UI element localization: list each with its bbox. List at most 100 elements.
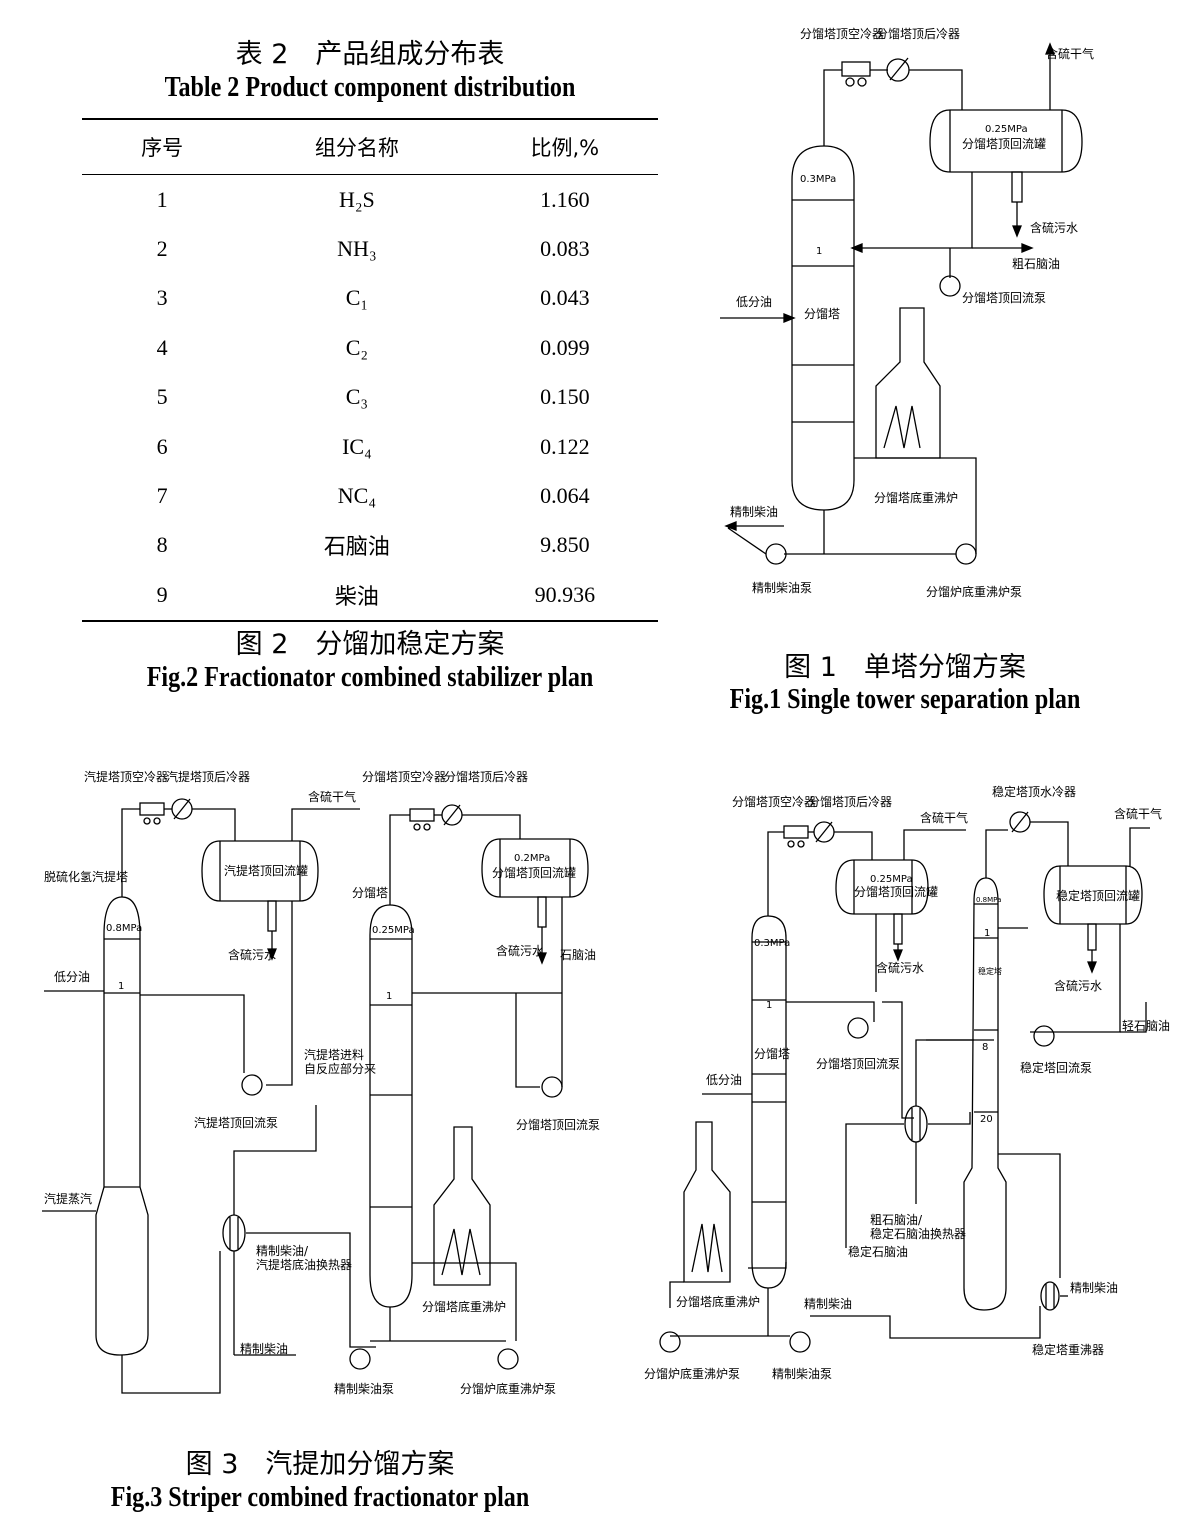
- fig1-reflux-pump-label: 分馏塔顶回流泵: [962, 291, 1046, 305]
- fig2-caption-en: Fig.2 Fractionator combined stabilizer p…: [146, 662, 594, 693]
- fig1-sour-gas-label: 含硫干气: [1046, 46, 1094, 61]
- fig1-sour-water-label: 含硫污水: [1030, 220, 1078, 235]
- cell-component: C₃: [345, 384, 369, 410]
- fig1-feed-label: 低分油: [736, 295, 772, 309]
- fig2-after-cooler-label: 分馏塔顶后冷器: [808, 795, 892, 809]
- fig3-s-after-cooler-label: 汽提塔顶后冷器: [166, 769, 250, 784]
- fig1-air-cooler-label: 分馏塔顶空冷器: [800, 27, 884, 41]
- cell-no: 9: [82, 570, 243, 622]
- fig3-f-after-cooler-label: 分馏塔顶后冷器: [444, 770, 528, 784]
- cell-ratio: 9.850: [540, 532, 590, 558]
- cell-no: 1: [156, 186, 168, 212]
- fig3-exchanger: [222, 1214, 246, 1252]
- cell-no: 3: [156, 285, 168, 311]
- fig1-diesel-pump-label: 精制柴油泵: [752, 581, 812, 595]
- cell-component: IC₄: [342, 433, 372, 459]
- cell-no: 5: [156, 384, 168, 410]
- fig1-furnace: [875, 307, 941, 459]
- table-header-row: 序号 组分名称 比例,%: [82, 119, 658, 175]
- fig2-diesel-label: 精制柴油: [804, 1297, 852, 1311]
- fig3-fractionator-label: 分馏塔: [352, 886, 388, 900]
- fig3-caption-cn: 图 3 汽提加分馏方案: [185, 1449, 455, 1480]
- fig1-furnace-label: 分馏塔底重沸炉: [874, 490, 958, 505]
- fig1-tower-pressure: 0.3MPa: [800, 174, 836, 185]
- fig3-s-reflux-pump: [241, 1074, 263, 1096]
- fig3-exchanger-label: 精制柴油/汽提塔底油换热器: [256, 1244, 352, 1272]
- fig2-reboiler: [1040, 1281, 1060, 1311]
- fig2-stab-tower: [963, 877, 1007, 1311]
- fig3-s-reflux-pump-label: 汽提塔顶回流泵: [194, 1115, 278, 1130]
- fig3-fractionator-tower: [369, 904, 413, 1308]
- cell-component: C₂: [345, 334, 369, 360]
- fig2-stab-t1: 1: [984, 928, 990, 939]
- fig3-sour-water-label: 含硫污水: [228, 947, 276, 962]
- fig2-furnace-pump-label: 分馏炉底重沸炉泵: [644, 1366, 740, 1381]
- fig3-diagram: 汽提塔顶空冷器 汽提塔顶后冷器 含硫干气 脱硫化氢汽提塔 0.8MPa 1 低分…: [42, 769, 600, 1396]
- fig2-caption-cn: 图 2 分馏加稳定方案: [235, 629, 505, 660]
- fig2-furnace-label: 分馏塔底重沸炉: [676, 1294, 760, 1309]
- fig1-diesel-label: 精制柴油: [730, 505, 778, 519]
- fig2-stab-t8: 8: [982, 1042, 988, 1053]
- fig2-tower-label: 分馏塔: [754, 1047, 790, 1061]
- fig2-tower-pressure: 0.3MPa: [754, 938, 790, 949]
- fig1-air-cooler: [841, 61, 871, 77]
- fig2-exchanger-label: 粗石脑油/稳定石脑油换热器: [870, 1213, 966, 1241]
- header-ratio: 比例,%: [471, 119, 658, 175]
- fig2-drum-label: 分馏塔顶回流罐: [854, 885, 938, 899]
- fig2-tray1: 1: [766, 1000, 772, 1011]
- fig3-f-reflux-pump-label: 分馏塔顶回流泵: [516, 1118, 600, 1132]
- fig3-furnace: [433, 1126, 491, 1286]
- fig3-diesel-label: 精制柴油: [240, 1342, 288, 1356]
- fig1-diesel-pump: [765, 543, 787, 565]
- cell-no: 8: [156, 532, 168, 558]
- fig3-steam-label: 汽提蒸汽: [44, 1191, 92, 1206]
- fig3-f-reflux-pump: [541, 1076, 563, 1098]
- fig3-s-drum-label: 汽提塔顶回流罐: [224, 863, 308, 878]
- fig3-feed-label: 低分油: [54, 970, 90, 984]
- fig2-diesel-pump: [789, 1331, 811, 1353]
- fig2-stab-gas-label: 含硫干气: [1114, 806, 1162, 821]
- fig1-drum-pressure: 0.25MPa: [985, 124, 1028, 135]
- cell-component: H₂S: [339, 186, 375, 212]
- fig2-furnace: [683, 1121, 731, 1283]
- fig3-f-drum-label: 分馏塔顶回流罐: [492, 866, 576, 880]
- fig3-stripper-pressure: 0.8MPa: [106, 923, 142, 934]
- fig3-furnace-label: 分馏塔底重沸炉: [422, 1299, 506, 1314]
- fig1-caption-cn: 图 1 单塔分馏方案: [784, 652, 1026, 683]
- table-row: 8 石脑油 9.850: [82, 521, 658, 570]
- fig2-feed-label: 低分油: [706, 1073, 742, 1087]
- cell-no: 2: [156, 236, 168, 262]
- table2-title-cn: 表 2 产品组成分布表: [235, 39, 505, 70]
- cell-component: NC₄: [337, 483, 377, 509]
- fig2-air-cooler: [783, 825, 809, 839]
- fig2-stab-label: 稳定塔: [978, 966, 1002, 976]
- cell-ratio: 90.936: [471, 570, 658, 622]
- fig2-drum-pressure: 0.25MPa: [870, 874, 913, 885]
- fig3-f-sour-water-label: 含硫污水: [496, 943, 544, 958]
- fig3-furnace-pump: [497, 1348, 519, 1370]
- fig2-reboiler-label: 稳定塔重沸器: [1032, 1342, 1104, 1357]
- fig3-stripper-feed-label: 汽提塔进料自反应部分来: [304, 1047, 376, 1076]
- fig3-stripper-tray1: 1: [118, 981, 124, 992]
- fig3-f-drum-pressure: 0.2MPa: [514, 853, 550, 864]
- fig2-reflux-pump: [847, 1017, 869, 1039]
- fig3-s-air-cooler-label: 汽提塔顶空冷器: [84, 769, 168, 784]
- fig3-sour-gas-label: 含硫干气: [308, 789, 356, 804]
- fig2-diagram: 分馏塔顶空冷器 分馏塔顶后冷器 含硫干气 0.3MPa 1 分馏塔 低分油 0.…: [644, 784, 1170, 1381]
- cell-component: 石脑油: [323, 534, 390, 560]
- fig1-after-cooler-label: 分馏塔顶后冷器: [876, 27, 960, 41]
- table2-title-en: Table 2 Product component distribution: [164, 72, 576, 103]
- fig2-diesel2-label: 精制柴油: [1070, 1281, 1118, 1295]
- fig1-tower: [791, 145, 855, 511]
- fig2-light-naphtha-label: 轻石脑油: [1122, 1019, 1170, 1033]
- cell-component: 柴油: [242, 570, 472, 622]
- fig3-f-tray1: 1: [386, 991, 392, 1002]
